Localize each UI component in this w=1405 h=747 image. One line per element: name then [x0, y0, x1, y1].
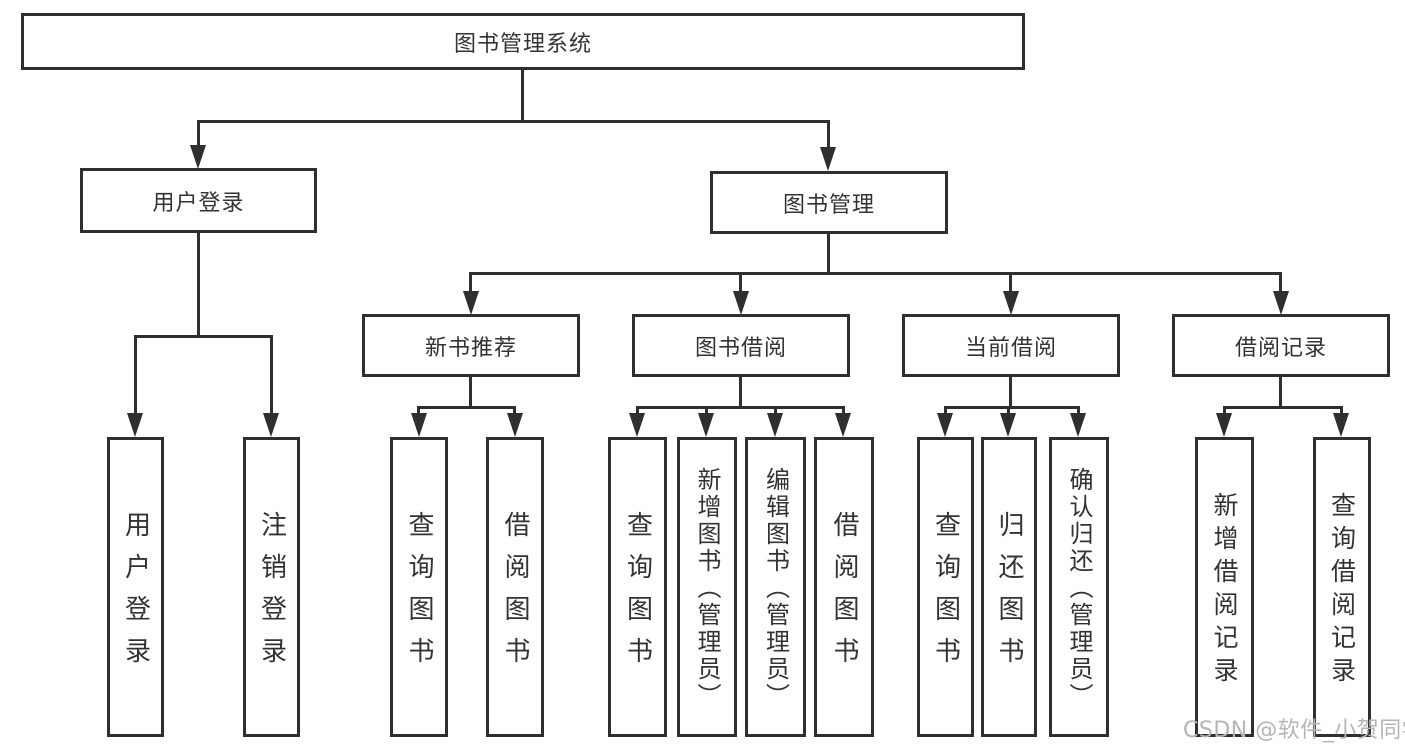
leaf-add-borrow-record: 新增借阅记录 [1195, 437, 1254, 737]
arrow-down-icon [733, 291, 749, 315]
arrow-down-icon [1070, 413, 1086, 437]
connector-line [1279, 377, 1282, 406]
leaf-confirm-return-admin: 确认归还（管理员） [1049, 437, 1109, 737]
node-user-login: 用户登录 [80, 168, 317, 233]
connector-line [134, 335, 137, 414]
leaf-borrowing-query-books: 查询图书 [608, 437, 667, 737]
arrow-down-icon [1333, 413, 1349, 437]
arrow-down-icon [507, 413, 523, 437]
node-new-book-recommend: 新书推荐 [362, 314, 580, 377]
leaf-current-query-books: 查询图书 [917, 437, 974, 737]
connector-line [705, 406, 708, 414]
arrow-down-icon [411, 413, 427, 437]
connector-line [197, 233, 200, 335]
arrow-down-icon [835, 413, 851, 437]
arrow-down-icon [698, 413, 714, 437]
leaf-add-books-admin: 新增图书（管理员） [677, 437, 737, 737]
leaf-borrowing-borrow-books: 借阅图书 [814, 437, 874, 737]
connector-line [469, 377, 472, 406]
connector-line [134, 335, 273, 338]
connector-line [1009, 272, 1012, 292]
connector-line [197, 120, 830, 123]
csdn-watermark: CSDN @软件_小贺同学 [1183, 718, 1405, 743]
connector-line [842, 406, 845, 414]
connector-line [1223, 406, 1343, 409]
arrow-down-icon [127, 413, 143, 437]
leaf-logout: 注销登录 [243, 437, 300, 737]
arrow-down-icon [263, 413, 279, 437]
connector-line [417, 406, 516, 409]
leaf-user-login: 用户登录 [107, 437, 164, 737]
connector-line [636, 406, 639, 414]
arrow-down-icon [1003, 291, 1019, 315]
node-library-system: 图书管理系统 [21, 13, 1025, 70]
leaf-recommend-borrow-books: 借阅图书 [486, 437, 544, 737]
connector-line [1279, 272, 1282, 292]
connector-line [417, 406, 420, 414]
connector-line [197, 120, 200, 146]
arrow-down-icon [1273, 291, 1289, 315]
connector-line [1340, 406, 1343, 414]
connector-line [774, 406, 777, 414]
leaf-return-books: 归还图书 [981, 437, 1037, 737]
connector-line [944, 406, 947, 414]
connector-line [739, 272, 742, 292]
arrow-down-icon [1216, 413, 1232, 437]
arrow-down-icon [767, 413, 783, 437]
connector-line [1009, 377, 1012, 406]
arrow-down-icon [463, 291, 479, 315]
connector-line [1077, 406, 1080, 414]
connector-line [739, 377, 742, 406]
node-book-borrowing: 图书借阅 [632, 314, 850, 377]
node-borrowing-records: 借阅记录 [1172, 314, 1390, 377]
node-book-management: 图书管理 [710, 171, 948, 234]
connector-line [944, 406, 1080, 409]
leaf-query-borrow-record: 查询借阅记录 [1313, 437, 1371, 737]
connector-line [1223, 406, 1226, 414]
connector-line [469, 272, 1282, 275]
arrow-down-icon [937, 413, 953, 437]
node-current-borrowing: 当前借阅 [902, 314, 1120, 377]
arrow-down-icon [1000, 413, 1016, 437]
connector-line [1007, 406, 1010, 414]
arrow-down-icon [190, 145, 206, 169]
connector-line [513, 406, 516, 414]
leaf-edit-books-admin: 编辑图书（管理员） [745, 437, 806, 737]
connector-line [827, 120, 830, 148]
connector-line [636, 406, 845, 409]
leaf-recommend-query-books: 查询图书 [390, 437, 448, 737]
arrow-down-icon [629, 413, 645, 437]
connector-line [270, 335, 273, 414]
connector-line [469, 272, 472, 292]
connector-line [827, 234, 830, 272]
connector-line [521, 70, 524, 120]
arrow-down-icon [820, 147, 836, 171]
